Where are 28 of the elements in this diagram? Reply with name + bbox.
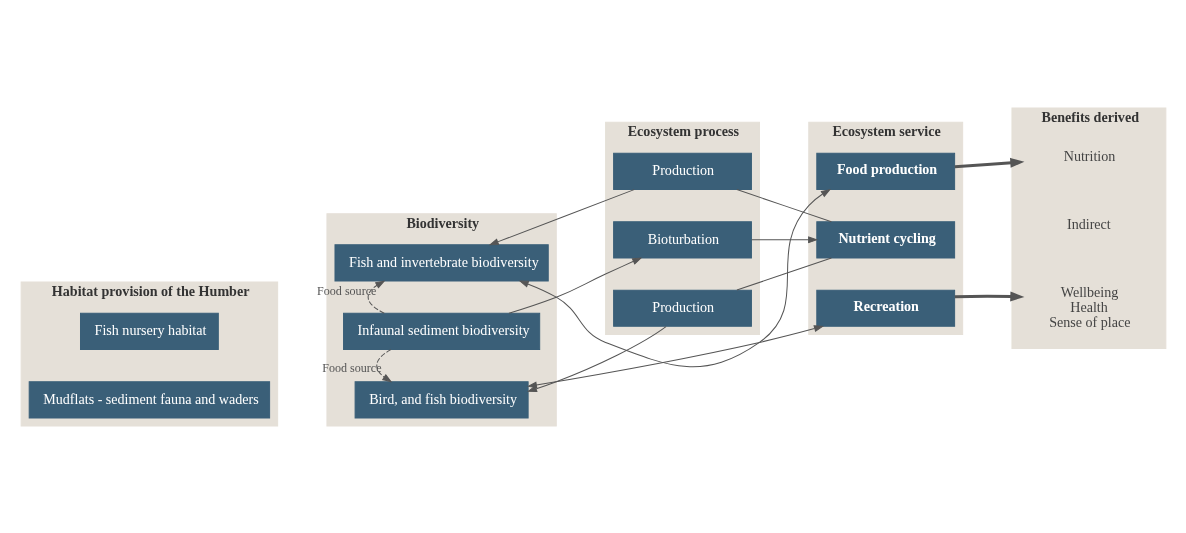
node-text: Nutrition xyxy=(1063,147,1115,164)
arrow xyxy=(954,291,1024,301)
node-box: Infaunal sediment biodiversity xyxy=(342,312,540,350)
arrow xyxy=(488,188,635,245)
edge-label: Food source xyxy=(321,360,382,375)
edge-label: Food source xyxy=(316,283,376,298)
node-box: Food production xyxy=(815,152,955,190)
connector xyxy=(735,256,832,291)
node-box: Bird, and fish biodiversity xyxy=(354,380,529,418)
node-box: Recreation xyxy=(815,289,955,327)
node-box: Nutrient cycling xyxy=(815,220,955,258)
arrow xyxy=(518,188,831,367)
node-box: Production xyxy=(612,289,752,327)
arrow xyxy=(367,279,385,314)
label: Indirect xyxy=(1066,215,1111,232)
node-box: Fish and invertebrate biodiversity xyxy=(334,243,549,282)
arrow xyxy=(375,348,392,382)
node-box: Bioturbation xyxy=(612,220,752,258)
node-box: Mudflats - sediment fauna and waders xyxy=(28,380,270,418)
node-text: Wellbeing Health Sense of place xyxy=(1048,283,1130,330)
arrow xyxy=(954,157,1024,168)
arrow xyxy=(526,324,824,388)
node-box: Fish nursery habitat xyxy=(79,312,219,350)
arrow xyxy=(750,235,818,243)
arrow xyxy=(508,256,642,314)
connector xyxy=(735,188,832,222)
arrow xyxy=(526,325,666,392)
node-box: Production xyxy=(612,152,752,190)
